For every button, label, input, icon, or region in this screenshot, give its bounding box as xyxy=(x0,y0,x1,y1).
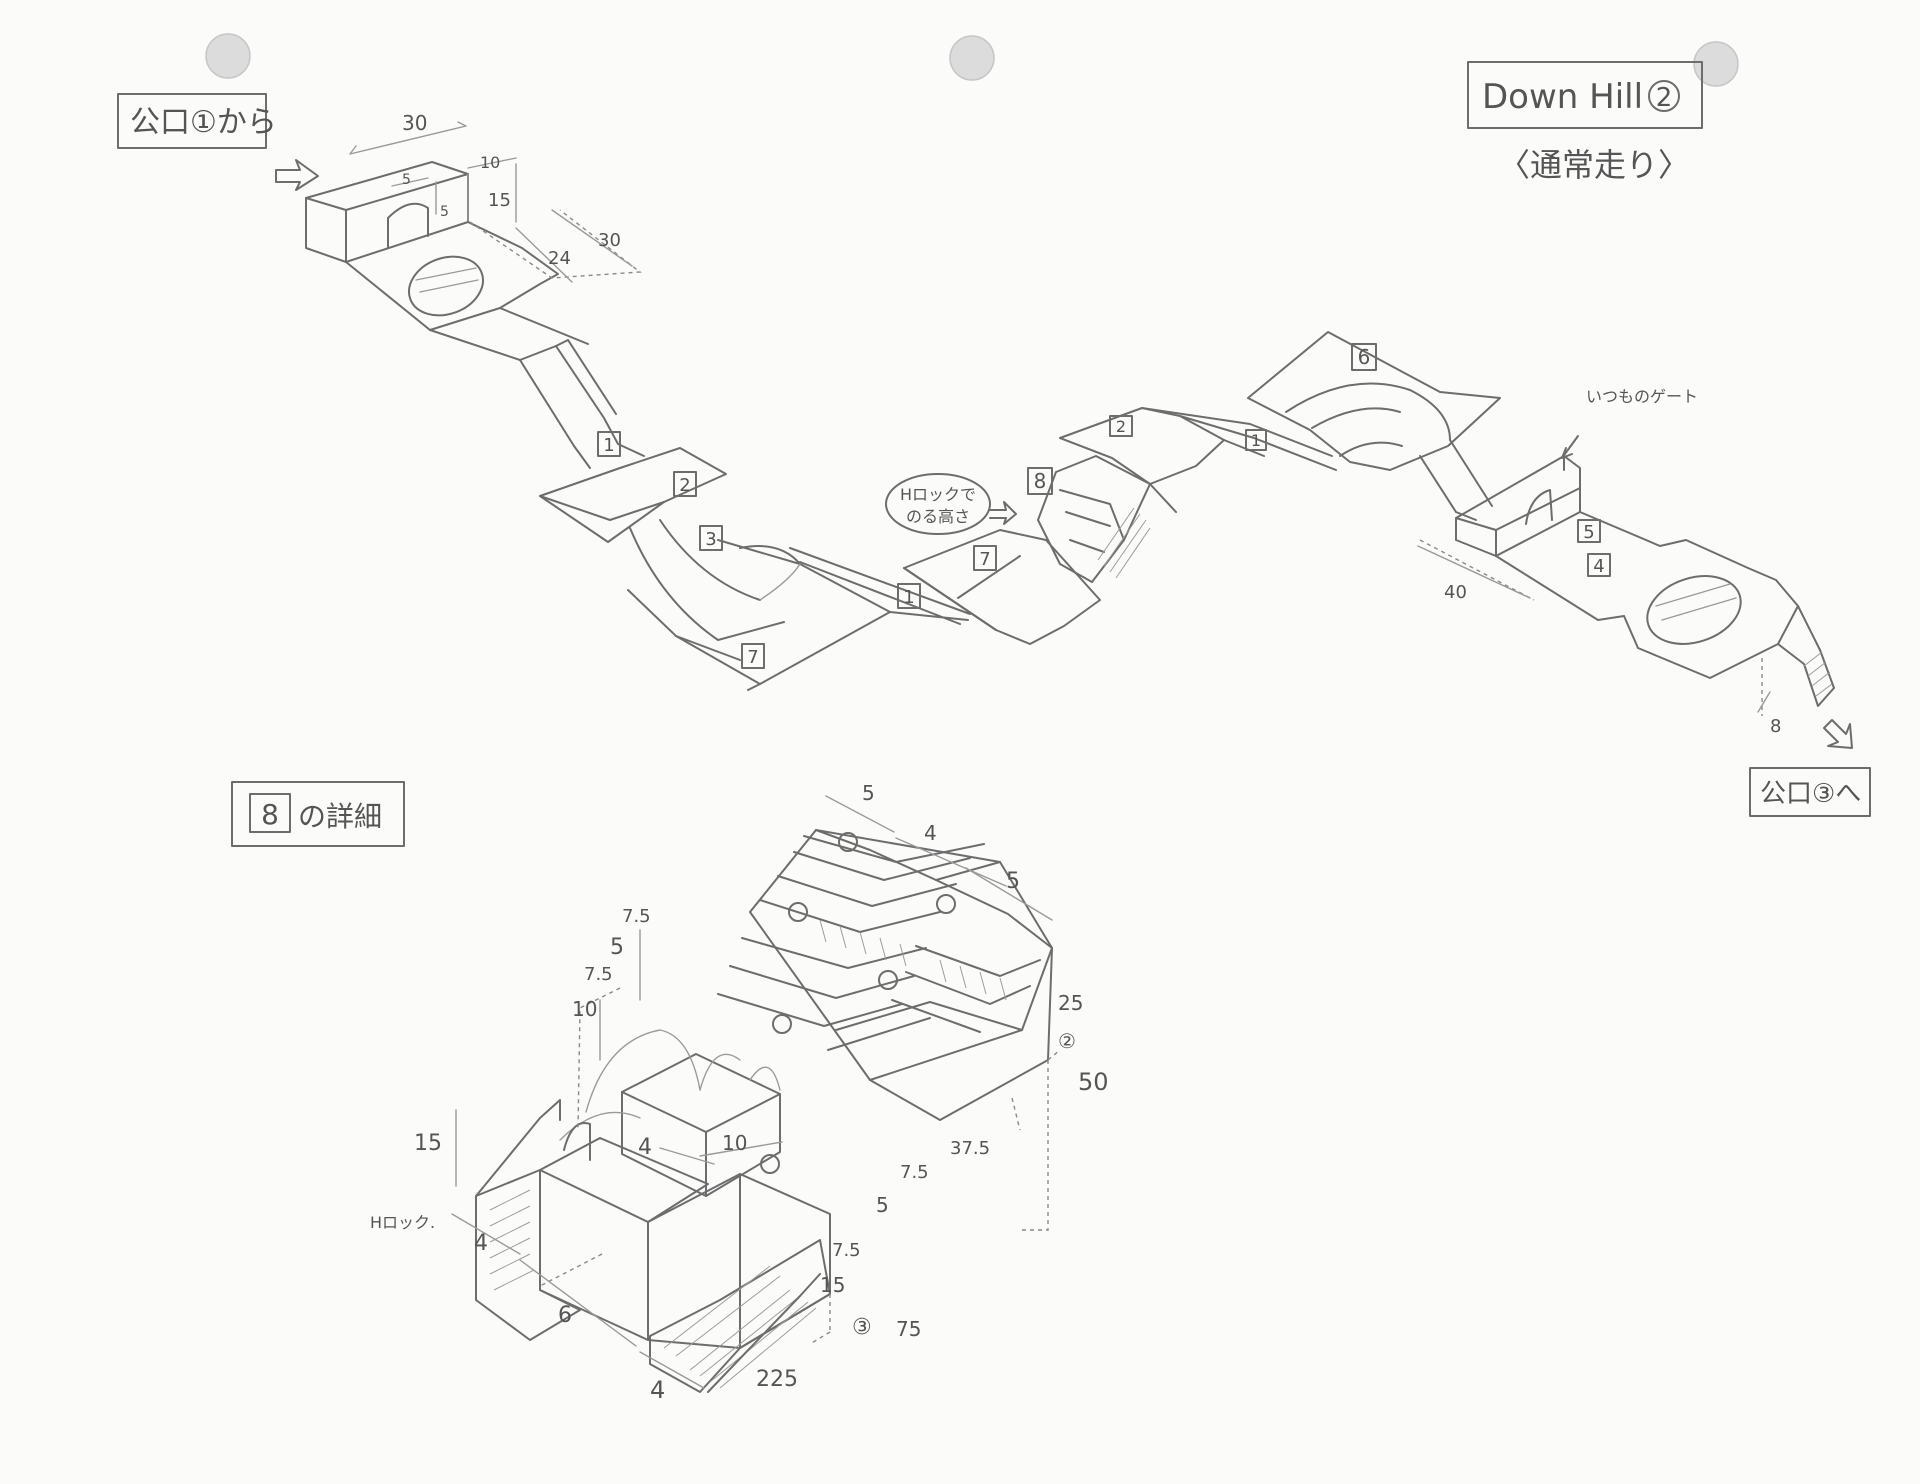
dim-detail-6: 6 xyxy=(558,1303,572,1328)
dim-detail-10a: 10 xyxy=(572,997,597,1021)
character-marker-3 xyxy=(936,894,956,914)
dim-detail-4a: 4 xyxy=(924,821,937,845)
stair-hatching-detail xyxy=(819,919,1007,1001)
track-start-gate xyxy=(305,161,642,331)
dim-30: 30 xyxy=(402,111,427,135)
binder-holes xyxy=(205,33,1739,87)
dim-10: 10 xyxy=(480,153,500,172)
section-2a: 2 xyxy=(679,475,690,496)
detail-dimensions: 5 4 5 7.5 5 7.5 10 25 ② 50 4 10 37.5 7.5… xyxy=(370,781,1109,1404)
dim-40: 40 xyxy=(1444,582,1467,603)
track-middle xyxy=(903,331,1501,645)
section-2b: 2 xyxy=(1116,417,1126,436)
stair-hatching-upper xyxy=(1097,507,1151,579)
binder-hole-center xyxy=(949,35,995,81)
dim-30-b: 30 xyxy=(598,230,621,251)
dim-15: 15 xyxy=(488,190,511,211)
title-number: 2 xyxy=(1656,83,1673,113)
character-marker-1 xyxy=(838,832,858,852)
title-number-circle xyxy=(1648,80,1680,112)
dim-detail-7-5d: 7.5 xyxy=(832,1240,861,1261)
start-label-box: 公口①から xyxy=(117,93,277,149)
dim-detail-4b: 4 xyxy=(638,1135,652,1160)
rock-note-line2: のる高さ xyxy=(906,507,970,526)
character-marker-6 xyxy=(760,1154,780,1174)
dim-8: 8 xyxy=(1770,716,1781,737)
section-7b: 7 xyxy=(979,549,990,570)
section-3a: 3 xyxy=(705,529,716,550)
rock-label: Hロック. xyxy=(370,1213,435,1232)
dim-detail-7-5c: 7.5 xyxy=(900,1162,929,1183)
page-subtitle: 〈通常走り〉 xyxy=(1498,146,1690,184)
dim-detail-7-5a: 7.5 xyxy=(622,906,651,927)
arrow-right-icon xyxy=(275,159,319,191)
character-marker-2 xyxy=(788,902,808,922)
dim-detail-4d: 4 xyxy=(650,1376,665,1404)
detail-stair-structure xyxy=(475,829,1061,1393)
dim-detail-10b: 10 xyxy=(722,1131,747,1155)
dim-detail-5b: 5 xyxy=(1006,869,1020,894)
dim-detail-37-5: 37.5 xyxy=(950,1138,990,1159)
section-4: 4 xyxy=(1593,556,1604,577)
dim-detail-25: 25 xyxy=(1058,991,1083,1015)
character-marker-4 xyxy=(878,970,898,990)
section-1a: 1 xyxy=(603,435,614,456)
page-title: Down Hill xyxy=(1482,77,1643,117)
dim-detail-15a: 15 xyxy=(414,1131,442,1156)
gate-note: いつものゲート xyxy=(1586,387,1698,406)
section-7a: 7 xyxy=(747,647,758,668)
section-5: 5 xyxy=(1583,522,1594,543)
dim-5-height: 5 xyxy=(440,204,449,220)
dim-detail-75: 75 xyxy=(896,1317,921,1341)
rock-note-line1: Hロックで xyxy=(900,485,976,504)
dim-detail-5d: 5 xyxy=(876,1193,889,1217)
arrow-down-right-icon xyxy=(1823,719,1853,749)
rock-height-note: Hロックで のる高さ xyxy=(885,473,991,535)
exit-stair-hatching xyxy=(1803,651,1833,697)
front-ramp-hatching xyxy=(663,1265,817,1389)
dim-detail-5a: 5 xyxy=(862,781,875,805)
track-end-gate xyxy=(1419,435,1835,716)
binder-hole-right xyxy=(1693,41,1739,87)
dim-detail-50: 50 xyxy=(1078,1068,1109,1096)
detail-title-box: 8 の詳細 xyxy=(231,781,405,847)
end-label: 公口③へ xyxy=(1760,779,1861,809)
section-1b: 1 xyxy=(903,587,914,608)
dim-detail-circle-2: ② xyxy=(1058,1029,1076,1053)
binder-hole-left xyxy=(205,33,251,79)
dim-detail-225: 225 xyxy=(756,1367,798,1392)
dim-detail-4c: 4 xyxy=(474,1231,488,1256)
section-8: 8 xyxy=(1034,469,1047,493)
dim-detail-7-5b: 7.5 xyxy=(584,964,613,985)
section-1c: 1 xyxy=(1251,431,1261,450)
track-path-left xyxy=(429,307,971,691)
dim-24: 24 xyxy=(548,248,571,269)
section-markers: 1 2 3 7 1 7 8 2 1 6 5 4 xyxy=(597,343,1611,669)
detail-title-number: 8 xyxy=(261,798,279,831)
dim-detail-5c: 5 xyxy=(610,935,624,960)
start-label: 公口①から xyxy=(130,105,277,140)
title-box: Down Hill 2 xyxy=(1467,61,1703,129)
detail-title-text: の詳細 xyxy=(298,800,382,833)
dim-detail-circle-3: ③ xyxy=(852,1315,872,1340)
dim-5-width: 5 xyxy=(402,172,411,188)
top-dimensions: 30 5 5 10 15 24 30 40 8 xyxy=(349,111,1781,737)
end-label-box: 公口③へ xyxy=(1749,767,1871,817)
character-marker-5 xyxy=(772,1014,792,1034)
section-6: 6 xyxy=(1358,345,1371,369)
dim-detail-15b: 15 xyxy=(820,1273,845,1297)
